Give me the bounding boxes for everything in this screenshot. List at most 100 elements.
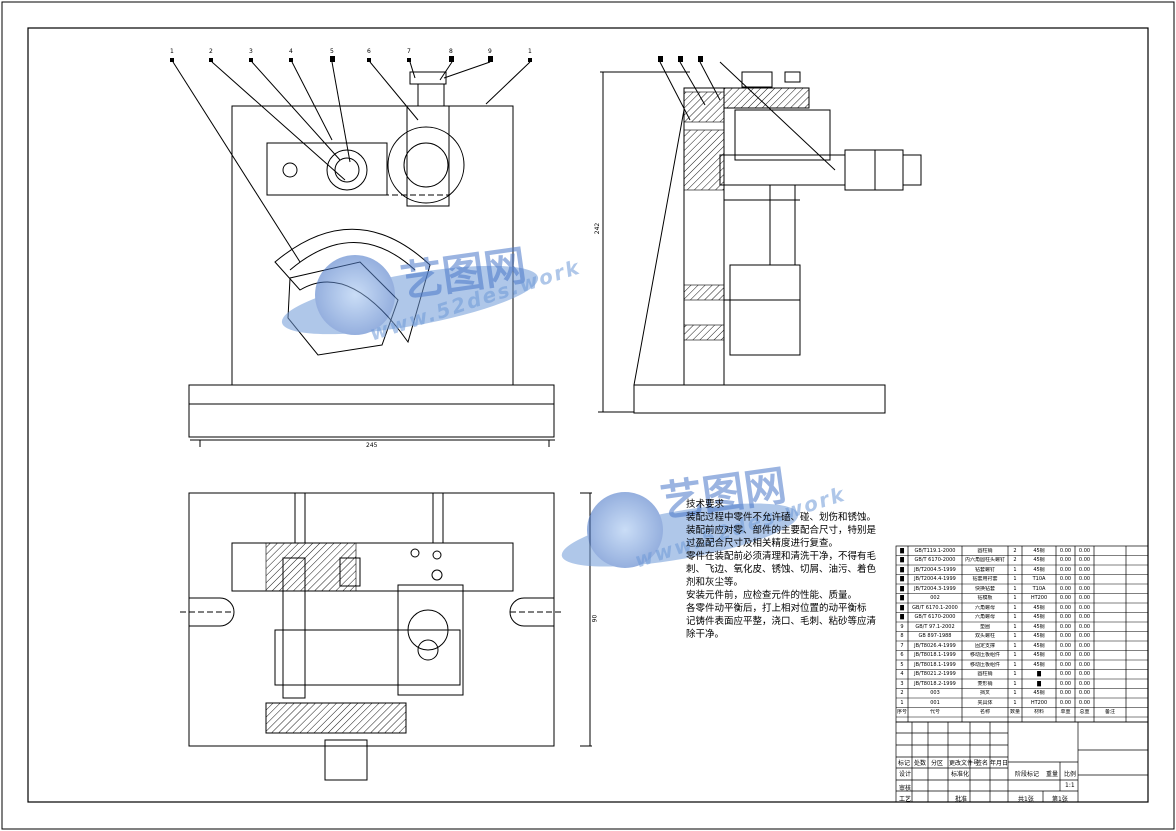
parts-list-cell: 圆柱销 [977,671,993,677]
balloon-number: 3 [249,48,253,55]
parts-list-cell: █ [900,576,904,582]
parts-list-cell: 0.00 [1059,642,1072,649]
parts-list-cell: 002 [930,595,940,601]
tb-standardization: 标准化 [951,771,970,778]
parts-list-cell: 1 [1013,652,1017,658]
tb-date: 年月日 [990,760,1009,767]
tb-sheet-current: 第1张 [1052,796,1068,803]
balloon-number: 9 [488,48,492,55]
parts-list-cell: 1 [1013,661,1017,668]
parts-list-cell: 003 [930,690,940,696]
parts-list-cell: 0.00 [1059,671,1072,677]
parts-list-cell: 0.00 [1078,661,1091,668]
parts-list-cell: 0.00 [1059,547,1072,554]
parts-list-cell: GB 897-1988 [918,633,952,639]
tb-sheets-total: 共1张 [1018,796,1034,803]
parts-list-cell: JB/T8018.2-1999 [914,680,956,687]
parts-list-cell: 0.00 [1078,614,1091,620]
tb-process: 工艺 [899,796,912,803]
parts-list-cell: 45钢 [1033,661,1045,668]
parts-list-cell: 双头螺柱 [974,633,995,639]
parts-list-cell: 0.00 [1059,623,1072,630]
balloon-number: 1 [170,48,174,55]
tb-zone: 分区 [931,760,944,767]
balloon-number: 2 [209,48,213,55]
parts-list-cell: GB/T 6170-2000 [914,557,956,563]
parts-list-cell: 2 [1013,557,1017,563]
parts-list-cell: 45钢 [1033,547,1045,554]
front-view [172,61,555,447]
parts-list-cell: 0.00 [1078,595,1091,601]
parts-list-cell: 0.00 [1059,633,1072,639]
parts-list-cell: 0.00 [1059,699,1072,706]
parts-list-cell: 1 [1013,699,1017,706]
parts-list-cell: 45钢 [1033,566,1045,573]
parts-list-cell: █ [900,547,904,554]
parts-list-cell: 0.00 [1078,576,1091,582]
parts-list-header-cell: 数量 [1009,709,1020,715]
tb-count: 处数 [914,760,927,767]
parts-list-cell: 挡叉 [979,690,990,696]
tb-weight: 重量 [1046,771,1059,778]
parts-list-cell: 垫圈 [979,623,990,630]
parts-list-cell: 0.00 [1059,604,1072,611]
parts-list-cell: 0.00 [1078,585,1091,592]
parts-list-cell: 0.00 [1059,595,1072,601]
parts-list-cell: █ [900,566,904,573]
parts-list-cell: 0.00 [1078,652,1091,658]
parts-list-cell: HT200 [1030,595,1048,601]
parts-list-cell: █ [900,614,904,620]
parts-list-cell: GB/T 6170.1-2000 [912,604,958,611]
parts-list-cell: 1 [1013,576,1017,582]
parts-list-cell: █ [900,557,904,563]
parts-list-cell: T10A [1032,576,1046,582]
parts-list-cell: 45钢 [1033,557,1045,563]
parts-list-cell: 1 [1013,595,1017,601]
parts-list-cell: 内六角圆柱头螺钉 [964,557,1005,563]
balloon-number: 5 [330,48,334,55]
parts-list-cell: 45钢 [1033,652,1045,658]
parts-list-cell: 6 [900,652,904,658]
top-view [180,492,592,781]
tech-req-line: 记铸件表面应平整，浇口、毛刺、粘砂等应清 [686,616,877,627]
parts-list-cell: 1 [1013,623,1017,630]
parts-list-cell: JB/T8018.1-1999 [914,652,956,658]
parts-list-cell: 0.00 [1078,566,1091,573]
parts-list-cell: 0.00 [1078,642,1091,649]
tb-change-doc: 更改文件号 [949,760,980,767]
parts-list-cell: 0.00 [1059,585,1072,592]
parts-list-cell: JB/T8018.1-1999 [914,661,956,668]
tech-req-line: 过盈配合尺寸及相关精度进行复查。 [686,538,839,549]
parts-list-header-cell: 材料 [1033,709,1044,715]
parts-list-cell: 2 [900,690,904,696]
parts-list-cell: █ [900,595,904,601]
tb-mark: 标记 [898,760,911,767]
parts-list-cell: 5 [900,661,904,668]
side-view [598,61,922,414]
parts-list-cell: 0.00 [1059,566,1072,573]
tb-scale-label: 比例 [1064,771,1077,778]
parts-list-cell: 1 [1013,642,1017,649]
parts-list-cell: 六角螺母 [974,614,995,620]
front-view-balloons [170,56,532,62]
parts-list-cell: 3 [900,680,904,687]
parts-list-cell: 45钢 [1033,633,1045,639]
parts-list-header-cell: 总重 [1079,709,1090,715]
parts-list-cell: HT200 [1030,699,1048,706]
parts-list-header-cell: 序号 [897,709,907,715]
tb-sign: 签名 [976,760,989,767]
parts-list-cell: 1 [1013,671,1017,677]
inner-frame [27,27,1149,803]
parts-list-header-cell: 代号 [929,709,940,715]
parts-list-cell: 0.00 [1078,604,1091,611]
parts-list-cell: 0.00 [1078,680,1091,687]
top-view-hatching [265,542,407,734]
parts-list-cell: 45钢 [1033,614,1045,620]
parts-list-cell: 45钢 [1033,623,1045,630]
parts-list-cell: 菱形销 [977,680,993,687]
parts-list-cell: JB/T8026.4-1999 [914,642,956,649]
parts-list-header-cell: 单重 [1060,709,1071,715]
tech-req-line: 零件在装配前必须清理和清洗干净，不得有毛 [686,551,877,562]
tech-req-line: 装配过程中零件不允许磕、碰、划伤和锈蚀。 [686,512,877,523]
